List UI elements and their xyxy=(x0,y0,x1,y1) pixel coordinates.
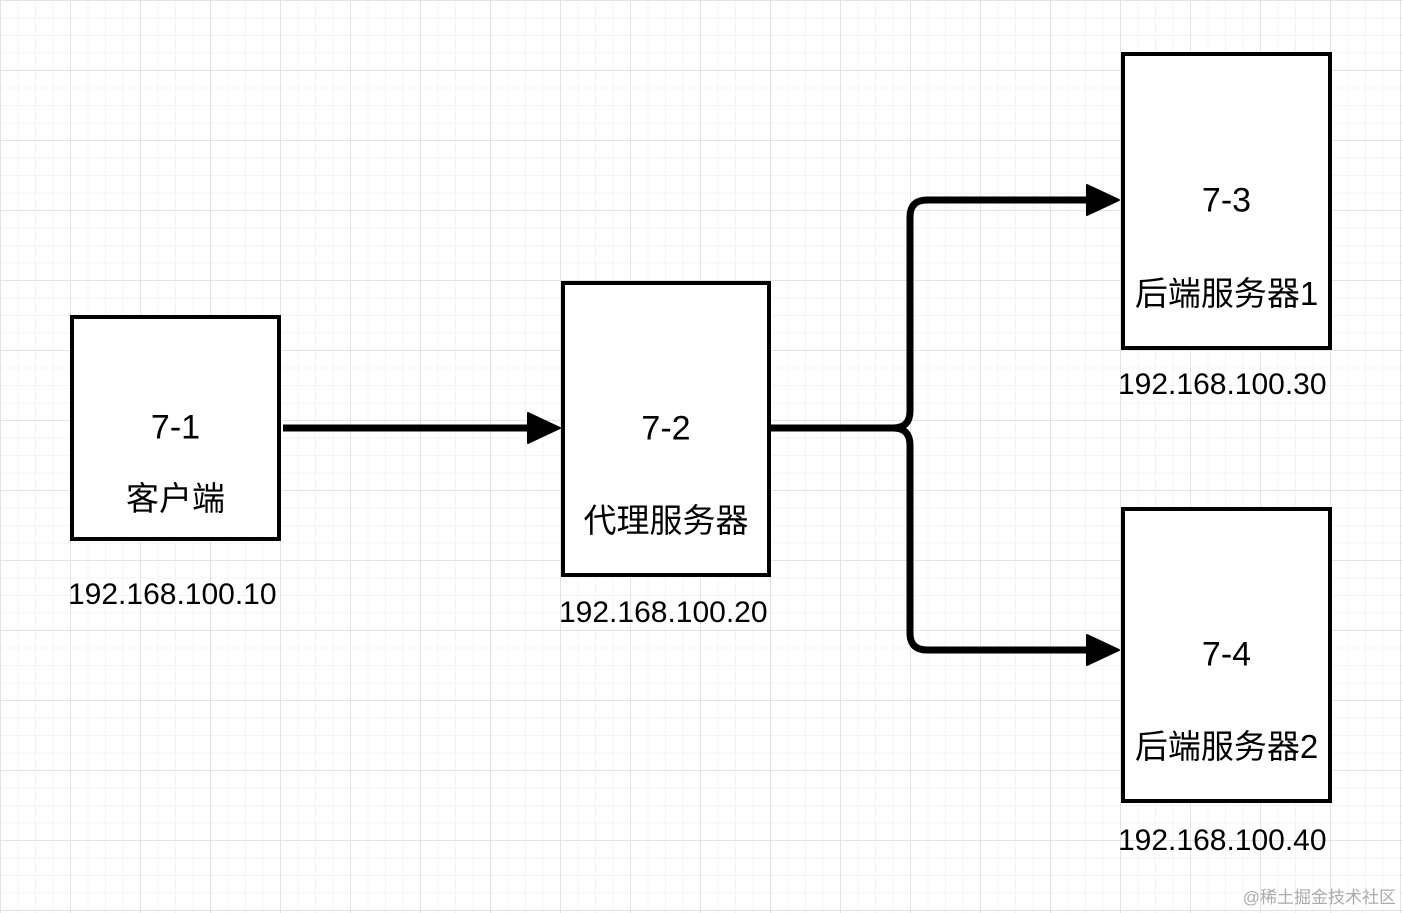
node-subtitle: 后端服务器1 xyxy=(1134,274,1319,312)
arrowhead-icon xyxy=(527,412,561,444)
node-ip-label: 192.168.100.20 xyxy=(559,596,768,629)
node-backend1-box: 7-3 后端服务器1 xyxy=(1121,52,1332,350)
node-ip-label: 192.168.100.30 xyxy=(1118,368,1327,401)
arrow-proxy-to-backend2 xyxy=(771,424,1120,666)
node-ip-label: 192.168.100.10 xyxy=(68,578,277,611)
arrow-client-to-proxy xyxy=(283,412,561,444)
watermark: @稀土掘金技术社区 xyxy=(1242,888,1396,907)
node-proxy-box: 7-2 代理服务器 xyxy=(561,281,771,577)
node-ip-label: 192.168.100.40 xyxy=(1118,824,1327,857)
node-title: 7-1 xyxy=(150,408,201,447)
arrow-proxy-to-backend1 xyxy=(771,184,1120,432)
arrowhead-icon xyxy=(1086,184,1120,216)
node-title: 7-4 xyxy=(1201,635,1252,674)
node-subtitle: 代理服务器 xyxy=(583,502,749,540)
node-backend2-box: 7-4 后端服务器2 xyxy=(1121,507,1332,803)
arrowhead-icon xyxy=(1086,634,1120,666)
node-subtitle: 后端服务器2 xyxy=(1134,728,1319,766)
node-title: 7-3 xyxy=(1201,181,1252,220)
node-client-box: 7-1 客户端 xyxy=(70,315,281,541)
node-subtitle: 客户端 xyxy=(126,479,225,517)
node-title: 7-2 xyxy=(641,409,691,448)
